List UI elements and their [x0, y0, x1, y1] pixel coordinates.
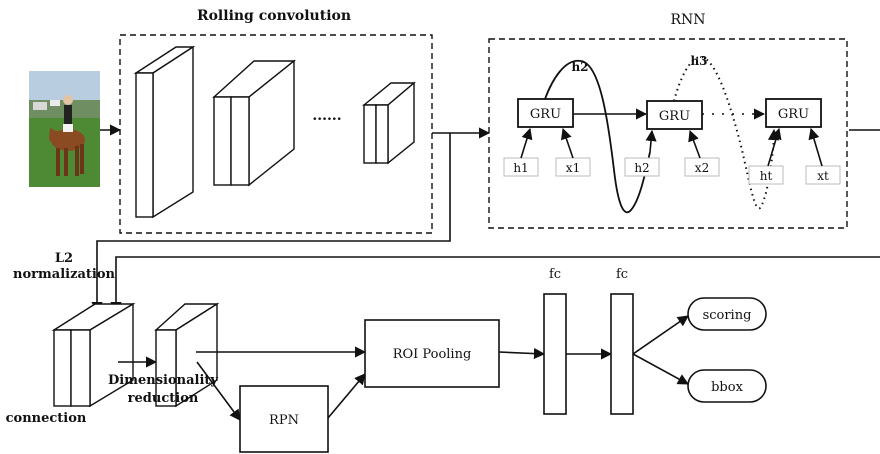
- roi-pooling-label: ROI Pooling: [393, 347, 472, 362]
- roi-pooling-box: [364, 319, 500, 388]
- scoring-output: [687, 297, 767, 331]
- svg-text:h2: h2: [634, 161, 649, 175]
- arc-label-h3: h3: [690, 54, 707, 68]
- dim-reduction-label-line1: Dimensionality: [108, 373, 218, 388]
- input-photo: [29, 71, 100, 187]
- rpn-label: RPN: [269, 413, 299, 428]
- gru-cell-3: GRU: [765, 98, 822, 128]
- gru-input-x1: x1: [555, 127, 591, 177]
- arrow-roi-to-fc1: [498, 347, 546, 360]
- rnn-box: [488, 38, 848, 229]
- gru-input-h1: h1: [503, 127, 539, 177]
- fc-label-1: fc: [549, 267, 561, 282]
- arrow-dimred-to-rpn: [196, 361, 241, 421]
- arc-label-h2: h2: [571, 60, 588, 74]
- conv-ellipsis: ......: [312, 108, 341, 124]
- gru-input-h2: h2: [624, 157, 660, 177]
- svg-text:xt: xt: [817, 169, 829, 183]
- bbox-output: [687, 369, 767, 403]
- gru-input-xt: xt: [805, 127, 841, 185]
- conv-layer-1: [133, 45, 196, 219]
- gru-label-1: GRU: [530, 107, 561, 122]
- l2-label-line2: normalization: [13, 267, 115, 282]
- bbox-label: bbox: [711, 380, 743, 395]
- fc-layer-1: [543, 293, 567, 415]
- svg-text:ht: ht: [760, 169, 773, 183]
- gru-label-3: GRU: [778, 107, 809, 122]
- connection-label: connection: [6, 411, 87, 426]
- hidden-state-arc-h3: [673, 55, 774, 210]
- rolling-convolution-box: [119, 34, 433, 234]
- arrow-fc2-to-scoring: [632, 315, 689, 355]
- rpn-box: [239, 385, 329, 453]
- fc-layer-2: [610, 293, 634, 415]
- gru-cell-1: GRU: [517, 98, 574, 128]
- arrow-conv-to-l2: [91, 133, 451, 314]
- gru-label-2: GRU: [659, 109, 690, 124]
- arrow-rnn-to-connection: [110, 256, 880, 314]
- svg-text:h1: h1: [513, 161, 528, 175]
- gru-input-x2: x2: [684, 129, 720, 177]
- svg-text:x2: x2: [695, 161, 709, 175]
- svg-text:x1: x1: [566, 161, 580, 175]
- arrow-h2-arc-to-gru2: [645, 129, 657, 153]
- dim-reduction-block: [154, 302, 220, 408]
- connection-block: [51, 302, 136, 408]
- conv-layer-2: [212, 59, 296, 187]
- rnn-title: RNN: [670, 12, 705, 28]
- conv-layer-3: [362, 81, 416, 165]
- fc-label-2: fc: [616, 267, 628, 282]
- l2-label-line1: L2: [55, 251, 73, 266]
- scoring-label: scoring: [703, 308, 752, 323]
- arrow-fc2-to-bbox: [632, 353, 689, 385]
- dim-reduction-label-line2: reduction: [128, 391, 199, 406]
- arrow-rpn-to-roi: [327, 373, 366, 419]
- gru-cell-2: GRU: [646, 100, 703, 130]
- hidden-state-arc-h2: [544, 60, 651, 213]
- rolling-convolution-title: Rolling convolution: [197, 8, 351, 24]
- gru-input-ht: ht: [748, 127, 784, 185]
